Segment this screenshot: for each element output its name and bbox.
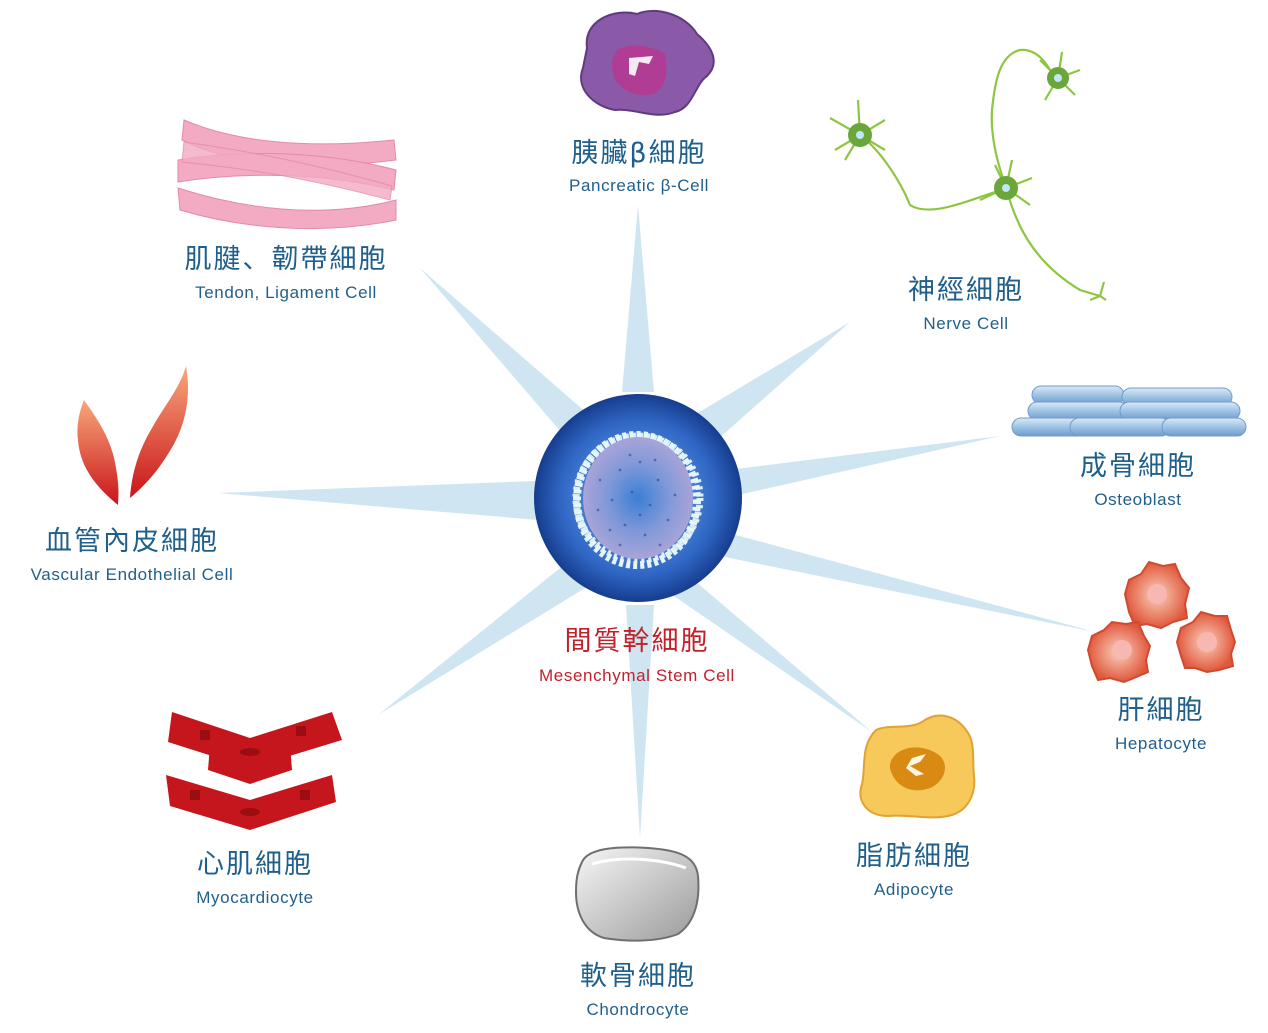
nerve-cell-icon [829,48,1107,302]
center-en: Mesenchymal Stem Cell [539,666,735,685]
myocardiocyte-zh: 心肌細胞 [197,849,313,880]
hepatocyte-en: Hepatocyte [1115,734,1207,753]
stem-cell-icon [534,394,742,602]
tendon-en: Tendon, Ligament Cell [195,283,377,302]
ray-chondrocyte [626,605,654,838]
ray-vascular [218,480,562,522]
center-zh: 間質幹細胞 [565,626,710,657]
hepatocyte-zh: 肝細胞 [1118,695,1205,726]
hepatocyte-icon [1086,560,1237,684]
nerve-en: Nerve Cell [923,314,1008,333]
tendon-zh: 肌腱、韌帶細胞 [185,244,388,275]
osteoblast-zh: 成骨細胞 [1080,451,1196,482]
ray-myocardiocyte [378,560,590,715]
chondrocyte-zh: 軟骨細胞 [580,961,696,992]
myocardiocyte-en: Myocardiocyte [196,888,313,907]
vascular-en: Vascular Endothelial Cell [31,565,234,584]
adipocyte-zh: 脂肪細胞 [856,841,972,872]
chondrocyte-en: Chondrocyte [587,1000,690,1019]
chondrocyte-icon [574,846,700,942]
vascular-endothelial-icon [77,366,188,505]
ray-osteoblast [712,436,1000,500]
radiating-rays [218,205,1095,838]
adipocyte-icon [859,714,976,819]
ray-adipocyte [668,575,872,732]
ray-pancreatic [622,205,654,392]
labels-layer: 間質幹細胞 Mesenchymal Stem Cell 胰臟β細胞 Pancre… [31,138,1207,1019]
pancreatic-en: Pancreatic β-Cell [569,176,709,195]
osteoblast-en: Osteoblast [1094,490,1181,509]
myocardiocyte-icon [166,712,342,830]
adipocyte-en: Adipocyte [874,880,954,899]
nerve-cell-bodies [848,67,1069,200]
ray-hepatocyte [700,528,1095,632]
ray-nerve [686,322,850,448]
nerve-zh: 神經細胞 [908,275,1024,306]
pancreatic-zh: 胰臟β細胞 [571,138,706,169]
pancreatic-beta-cell-icon [580,9,715,116]
osteoblast-icon [1011,385,1247,437]
vascular-zh: 血管內皮細胞 [45,526,219,557]
ray-tendon [420,268,595,440]
tendon-ligament-icon [177,119,397,230]
